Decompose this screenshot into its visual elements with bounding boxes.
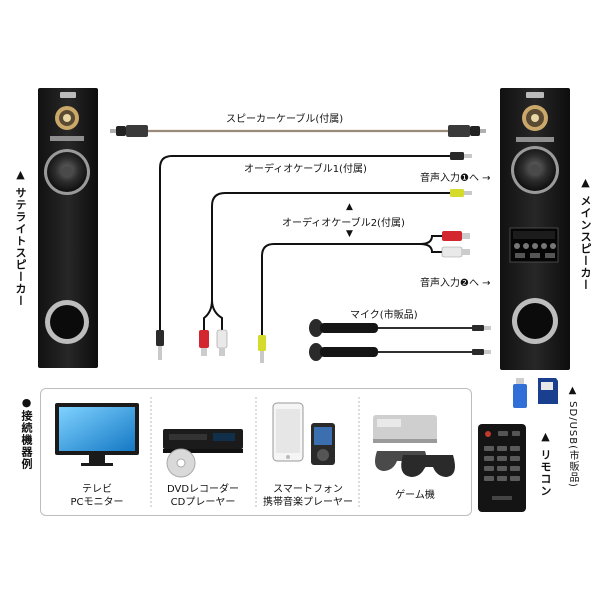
microphone-icon: [309, 319, 491, 337]
audio-cable-2-label: オーディオケーブル2(付属): [282, 218, 405, 229]
game-console-icon: [373, 415, 455, 477]
audio-cable-1-label: オーディオケーブル1(付属): [244, 164, 367, 175]
satellite-speaker-icon: [38, 88, 98, 368]
connection-examples-label: ●接続機器例: [20, 396, 33, 470]
speaker-cable-label: スピーカーケーブル(付属): [226, 114, 344, 125]
smartphone-icon: [272, 402, 304, 462]
sd-card-icon: [538, 378, 558, 404]
sd-usb-label: ▲ SD/USB(市販品): [567, 385, 578, 488]
usb-stick-icon: [513, 378, 527, 408]
speaker-cable: [110, 125, 486, 137]
main-speaker-label: ▲ メインスピーカー: [579, 176, 592, 291]
audio-cable-2: [199, 189, 472, 356]
audio-input-1-label: 音声入力❶へ →: [420, 173, 491, 184]
remote-label: ▲ リモコン: [539, 430, 552, 497]
main-speaker-icon: [500, 88, 570, 370]
device-smartphone-label: スマートフォン携帯音楽プレーヤー: [263, 484, 353, 508]
music-player-icon: [311, 423, 335, 465]
arrow-down-icon: ▼: [346, 229, 353, 239]
audio-input-2-label: 音声入力❷へ →: [420, 278, 491, 289]
tv-icon: [55, 403, 139, 466]
remote-icon: [478, 424, 526, 512]
arrow-up-icon: ▲: [346, 202, 353, 212]
audio-cable-2-alt: [258, 231, 470, 363]
device-game-label: ゲーム機: [395, 490, 435, 501]
mic-label: マイク(市販品): [350, 310, 418, 321]
satellite-speaker-label: ▲ サテライトスピーカー: [14, 168, 27, 307]
microphone-icon: [309, 343, 491, 361]
dvd-player-icon: [163, 429, 243, 478]
audio-cable-1: [156, 152, 472, 360]
